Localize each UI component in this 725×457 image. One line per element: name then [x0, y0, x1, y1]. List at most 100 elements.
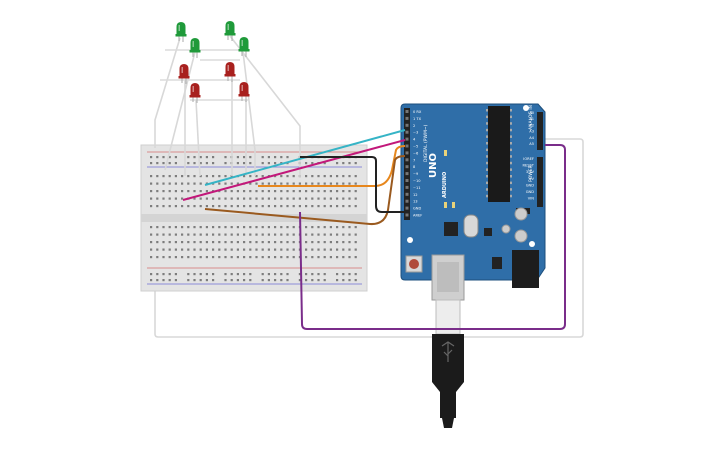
- breadboard-hole[interactable]: [174, 197, 177, 200]
- breadboard-hole[interactable]: [348, 162, 351, 165]
- breadboard-hole[interactable]: [336, 162, 339, 165]
- breadboard-hole[interactable]: [255, 248, 258, 251]
- breadboard-hole[interactable]: [150, 175, 153, 178]
- breadboard-hole[interactable]: [218, 256, 221, 259]
- breadboard-hole[interactable]: [348, 182, 351, 185]
- breadboard-hole[interactable]: [255, 241, 258, 244]
- breadboard-hole[interactable]: [249, 233, 252, 236]
- breadboard-hole[interactable]: [267, 156, 270, 159]
- breadboard-hole[interactable]: [174, 241, 177, 244]
- breadboard-hole[interactable]: [199, 190, 202, 193]
- breadboard-hole[interactable]: [286, 175, 289, 178]
- breadboard-hole[interactable]: [354, 248, 357, 251]
- breadboard-hole[interactable]: [305, 248, 308, 251]
- digital-pin[interactable]: [405, 144, 409, 148]
- breadboard-hole[interactable]: [311, 241, 314, 244]
- breadboard-hole[interactable]: [342, 279, 345, 282]
- breadboard-hole[interactable]: [342, 197, 345, 200]
- breadboard-hole[interactable]: [212, 279, 215, 282]
- breadboard-hole[interactable]: [212, 248, 215, 251]
- breadboard-hole[interactable]: [224, 248, 227, 251]
- breadboard-hole[interactable]: [224, 273, 227, 276]
- breadboard-hole[interactable]: [280, 248, 283, 251]
- breadboard-hole[interactable]: [249, 175, 252, 178]
- digital-pin[interactable]: [405, 172, 409, 176]
- breadboard-hole[interactable]: [150, 279, 153, 282]
- breadboard-hole[interactable]: [292, 190, 295, 193]
- breadboard-hole[interactable]: [255, 205, 258, 208]
- breadboard-hole[interactable]: [236, 156, 239, 159]
- breadboard-hole[interactable]: [329, 241, 332, 244]
- breadboard-hole[interactable]: [187, 248, 190, 251]
- led-lead-wire[interactable]: [229, 35, 301, 178]
- breadboard-hole[interactable]: [305, 273, 308, 276]
- breadboard-hole[interactable]: [280, 197, 283, 200]
- breadboard-hole[interactable]: [150, 248, 153, 251]
- breadboard-hole[interactable]: [199, 273, 202, 276]
- breadboard-hole[interactable]: [255, 256, 258, 259]
- breadboard-hole[interactable]: [156, 175, 159, 178]
- breadboard-hole[interactable]: [193, 162, 196, 165]
- breadboard-hole[interactable]: [342, 273, 345, 276]
- breadboard-hole[interactable]: [236, 241, 239, 244]
- breadboard-hole[interactable]: [168, 233, 171, 236]
- breadboard-hole[interactable]: [311, 273, 314, 276]
- led-green-3[interactable]: [189, 38, 201, 58]
- breadboard-hole[interactable]: [224, 233, 227, 236]
- breadboard-hole[interactable]: [298, 182, 301, 185]
- breadboard-hole[interactable]: [317, 226, 320, 229]
- breadboard-hole[interactable]: [261, 273, 264, 276]
- breadboard-hole[interactable]: [280, 205, 283, 208]
- breadboard-hole[interactable]: [348, 233, 351, 236]
- wire-black[interactable]: [300, 156, 405, 213]
- breadboard-hole[interactable]: [224, 182, 227, 185]
- breadboard-hole[interactable]: [162, 182, 165, 185]
- breadboard-hole[interactable]: [336, 205, 339, 208]
- breadboard-hole[interactable]: [150, 233, 153, 236]
- breadboard-hole[interactable]: [317, 241, 320, 244]
- breadboard-hole[interactable]: [274, 256, 277, 259]
- breadboard-hole[interactable]: [261, 279, 264, 282]
- breadboard-hole[interactable]: [348, 190, 351, 193]
- breadboard-hole[interactable]: [168, 175, 171, 178]
- breadboard-hole[interactable]: [249, 248, 252, 251]
- breadboard-hole[interactable]: [205, 205, 208, 208]
- breadboard-hole[interactable]: [199, 175, 202, 178]
- breadboard-hole[interactable]: [323, 197, 326, 200]
- breadboard-hole[interactable]: [255, 233, 258, 236]
- breadboard-hole[interactable]: [156, 273, 159, 276]
- breadboard-hole[interactable]: [305, 226, 308, 229]
- breadboard-hole[interactable]: [317, 256, 320, 259]
- breadboard-hole[interactable]: [305, 241, 308, 244]
- breadboard-hole[interactable]: [298, 279, 301, 282]
- breadboard-hole[interactable]: [181, 241, 184, 244]
- breadboard-hole[interactable]: [168, 273, 171, 276]
- breadboard-hole[interactable]: [267, 241, 270, 244]
- led-bus-wire[interactable]: [160, 49, 250, 101]
- breadboard-hole[interactable]: [280, 233, 283, 236]
- breadboard-hole[interactable]: [249, 156, 252, 159]
- breadboard-hole[interactable]: [329, 197, 332, 200]
- breadboard-hole[interactable]: [156, 226, 159, 229]
- breadboard-hole[interactable]: [156, 248, 159, 251]
- breadboard-hole[interactable]: [342, 182, 345, 185]
- breadboard-hole[interactable]: [236, 205, 239, 208]
- breadboard-hole[interactable]: [243, 205, 246, 208]
- breadboard-hole[interactable]: [162, 156, 165, 159]
- breadboard-hole[interactable]: [317, 175, 320, 178]
- wire-purple[interactable]: [299, 144, 566, 330]
- breadboard-hole[interactable]: [162, 256, 165, 259]
- breadboard-hole[interactable]: [280, 279, 283, 282]
- breadboard-hole[interactable]: [162, 279, 165, 282]
- breadboard-hole[interactable]: [218, 233, 221, 236]
- breadboard-hole[interactable]: [156, 256, 159, 259]
- breadboard-hole[interactable]: [249, 279, 252, 282]
- breadboard-hole[interactable]: [168, 156, 171, 159]
- breadboard-hole[interactable]: [317, 248, 320, 251]
- breadboard-hole[interactable]: [267, 162, 270, 165]
- breadboard-hole[interactable]: [193, 197, 196, 200]
- breadboard-hole[interactable]: [342, 175, 345, 178]
- breadboard-hole[interactable]: [243, 256, 246, 259]
- breadboard-hole[interactable]: [181, 175, 184, 178]
- breadboard-hole[interactable]: [280, 241, 283, 244]
